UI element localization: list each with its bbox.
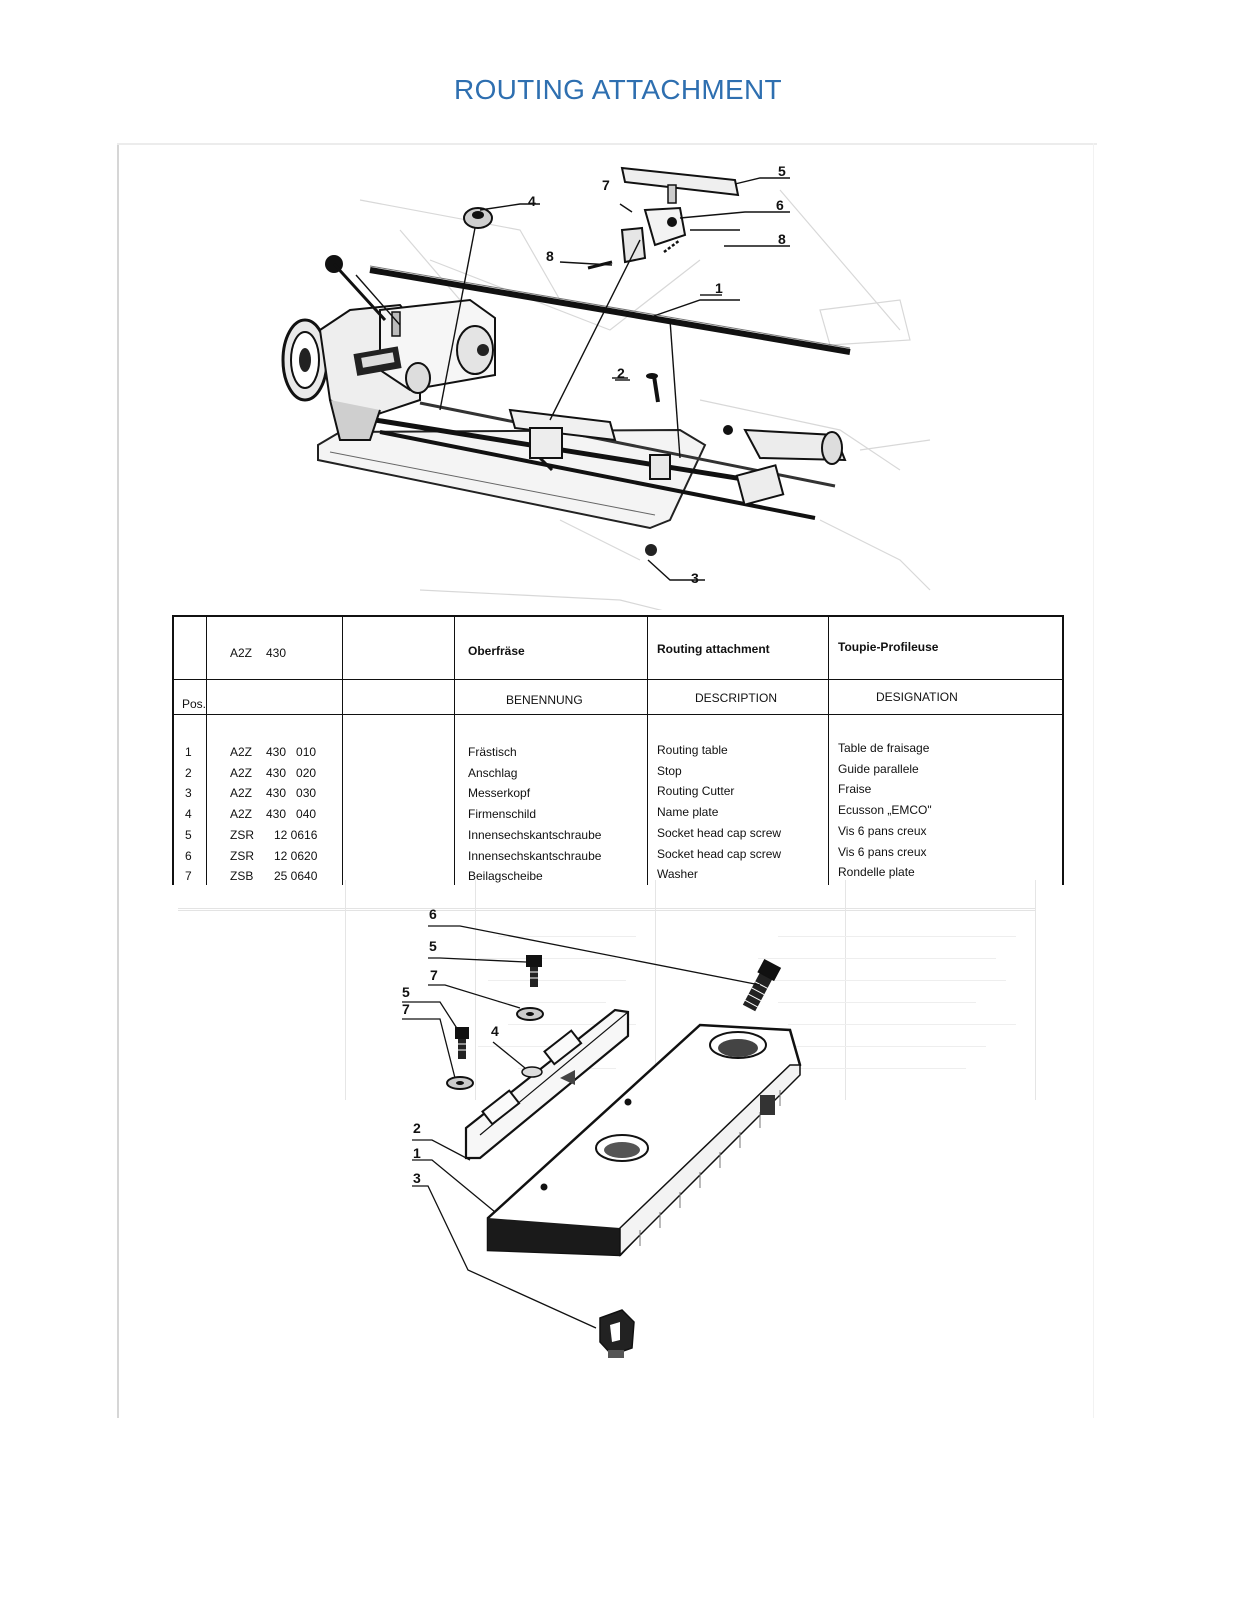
table-row: 5 ZSR 12 0616 Innensechskantschraube Soc…: [174, 824, 1062, 849]
row-french: Vis 6 pans creux: [838, 845, 927, 859]
row-german: Frästisch: [468, 745, 517, 759]
callout-label: 1: [715, 280, 723, 296]
row-prefix: ZSR: [230, 828, 254, 842]
lathe-exploded-view: 1 2 3 4 5 6 7 8 8: [260, 150, 940, 610]
row-number: 430 030: [266, 786, 317, 800]
row-english: Routing Cutter: [657, 784, 735, 798]
scan-edge: [117, 143, 1097, 145]
scan-edge: [117, 143, 119, 1418]
title-german: Oberfräse: [468, 644, 525, 658]
callout-label: 8: [546, 248, 554, 264]
title-english: Routing attachment: [657, 642, 770, 656]
callout-label: 7: [402, 1001, 410, 1017]
group-code: A2Z: [230, 646, 253, 660]
table-row: 3 A2Z 430 030 Messerkopf Routing Cutter …: [174, 782, 1062, 807]
row-german: Beilagscheibe: [468, 869, 543, 883]
row-english: Name plate: [657, 805, 719, 819]
row-german: Anschlag: [468, 766, 518, 780]
row-english: Routing table: [657, 743, 728, 757]
callout-label: 5: [429, 938, 437, 954]
row-prefix: A2Z: [230, 807, 253, 821]
row-english: Washer: [657, 867, 698, 881]
row-german: Firmenschild: [468, 807, 537, 821]
row-english: Stop: [657, 764, 682, 778]
row-number: 12 0620: [274, 849, 318, 863]
row-pos: 2: [185, 766, 192, 780]
row-german: Innensechskantschraube: [468, 828, 602, 842]
title-french: Toupie-Profileuse: [838, 640, 939, 654]
row-french: Rondelle plate: [838, 865, 915, 879]
callout-label: 6: [429, 906, 437, 922]
row-french: Table de fraisage: [838, 741, 930, 755]
table-row: 2 A2Z 430 020 Anschlag Stop Guide parall…: [174, 762, 1062, 787]
table-row: 6 ZSR 12 0620 Innensechskantschraube Soc…: [174, 845, 1062, 870]
callout-label: 8: [778, 231, 786, 247]
row-pos: 4: [185, 807, 192, 821]
row-prefix: A2Z: [230, 766, 253, 780]
table-row: 7 ZSB 25 0640 Beilagscheibe Washer Ronde…: [174, 865, 1062, 885]
column-header-french: DESIGNATION: [876, 690, 958, 704]
row-prefix: A2Z: [230, 786, 253, 800]
row-english: Socket head cap screw: [657, 826, 782, 840]
row-french: Fraise: [838, 782, 872, 796]
callout-label: 7: [430, 967, 438, 983]
row-pos: 1: [185, 745, 192, 759]
row-german: Innensechskantschraube: [468, 849, 602, 863]
callout-label: 3: [413, 1170, 421, 1186]
page-title: ROUTING ATTACHMENT: [454, 74, 782, 105]
row-number: 430 010: [266, 745, 317, 759]
callout-label: 4: [491, 1023, 499, 1039]
pos-header: Pos.: [182, 697, 207, 711]
row-pos: 7: [185, 869, 192, 883]
routing-table-exploded-view: 1 2 3 4 5 6 7 5 7: [390, 895, 830, 1365]
row-number: 430 020: [266, 766, 317, 780]
table-row: 4 A2Z 430 040 Firmenschild Name plate Ec…: [174, 803, 1062, 828]
callout-label: 7: [602, 177, 610, 193]
callout-label: 1: [413, 1145, 421, 1161]
row-number: 430 040: [266, 807, 317, 821]
group-number: 430: [266, 646, 287, 660]
row-prefix: ZSR: [230, 849, 254, 863]
callout-label: 4: [528, 193, 536, 209]
column-header-german: BENENNUNG: [506, 693, 583, 707]
column-header-english: DESCRIPTION: [695, 691, 778, 705]
row-french: Vis 6 pans creux: [838, 824, 927, 838]
callout-label: 6: [776, 197, 784, 213]
parts-list-table: A2Z 430 Oberfräse Routing attachment Tou…: [172, 615, 1064, 885]
row-number: 12 0616: [274, 828, 318, 842]
row-pos: 3: [185, 786, 192, 800]
callout-label: 2: [413, 1120, 421, 1136]
row-english: Socket head cap screw: [657, 847, 782, 861]
row-pos: 5: [185, 828, 192, 842]
row-french: Guide parallele: [838, 762, 919, 776]
callout-label: 3: [691, 570, 699, 586]
row-number: 25 0640: [274, 869, 318, 883]
callout-label: 2: [617, 365, 625, 381]
row-pos: 6: [185, 849, 192, 863]
scan-edge: [1093, 143, 1094, 1418]
row-french: Ecusson „EMCO": [838, 803, 932, 817]
callout-label: 5: [778, 163, 786, 179]
row-german: Messerkopf: [468, 786, 531, 800]
table-row: 1 A2Z 430 010 Frästisch Routing table Ta…: [174, 741, 1062, 766]
row-prefix: ZSB: [230, 869, 254, 883]
row-prefix: A2Z: [230, 745, 253, 759]
callout-label: 5: [402, 984, 410, 1000]
